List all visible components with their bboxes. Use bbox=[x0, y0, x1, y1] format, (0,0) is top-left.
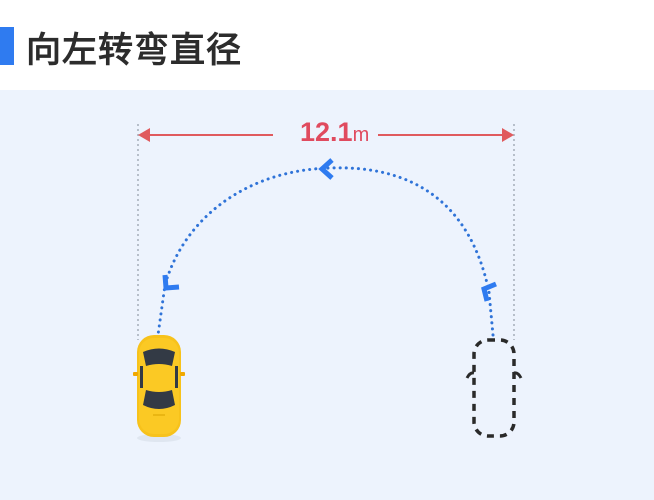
title-accent-bar bbox=[0, 27, 14, 65]
diameter-unit: m bbox=[352, 124, 370, 146]
page-title: 向左转弯直径 bbox=[26, 31, 243, 71]
car-start-icon bbox=[133, 335, 185, 442]
car-end-outline-icon bbox=[465, 338, 523, 438]
turning-diagram bbox=[0, 90, 654, 500]
diameter-value: 12.1 bbox=[300, 117, 353, 147]
diameter-label: 12.1m bbox=[300, 117, 369, 148]
guide-lines bbox=[137, 124, 515, 340]
header: 向左转弯直径 bbox=[0, 0, 654, 90]
turning-path bbox=[156, 166, 495, 337]
dimension-arrow bbox=[138, 128, 514, 142]
direction-arrow-icons bbox=[162, 158, 497, 302]
